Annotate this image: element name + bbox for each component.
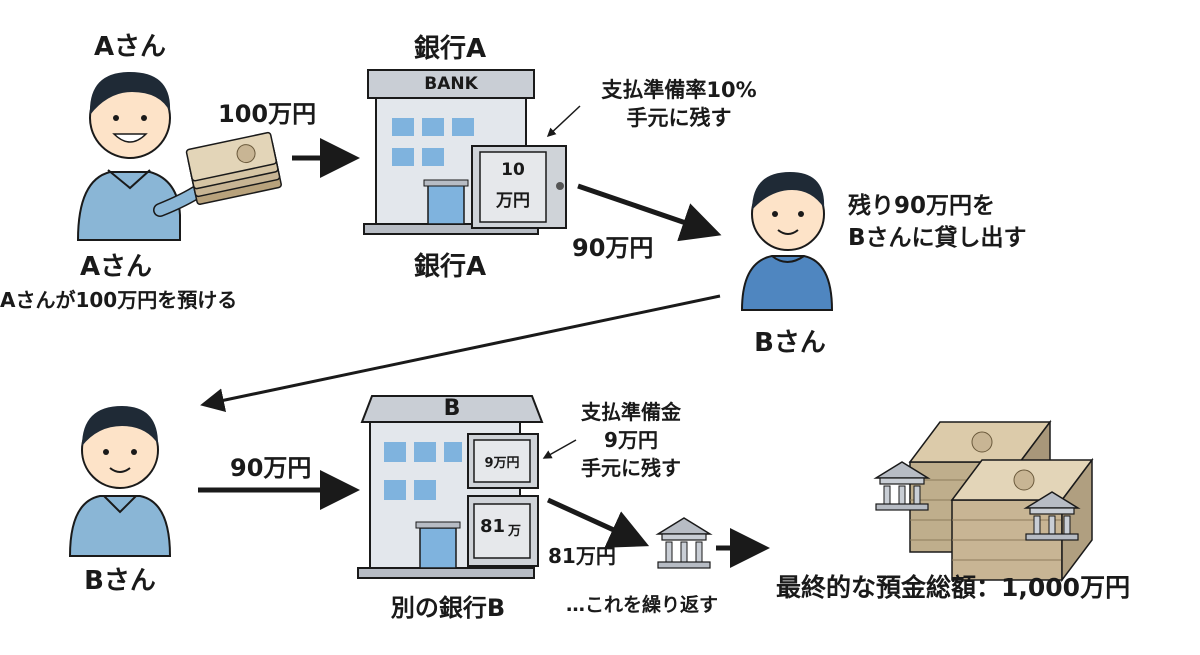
reserve-pointer-arrow [546,105,581,138]
deposit-amount-label: 100万円 [218,100,317,128]
person-b-illustration [740,172,834,311]
loan-note-line2: Bさんに貸し出す [848,225,1027,251]
loan-arrow-to-b [577,183,722,242]
vault-a-amount-number: 10 [501,160,525,180]
reserve-note-line2: 手元に残す [626,106,732,130]
money-pile-icon [873,419,1094,583]
reserve-b-pointer-arrow [542,439,577,459]
bank-b-label: 別の銀行B [390,594,506,622]
redeposit-arrow [200,294,721,413]
repeat-note: …これを繰り返す [566,594,719,616]
vault-b-top-amount: 9万円 [484,456,520,471]
bank-a-sign: BANK [424,74,478,94]
bank-a-top-label: 銀行A [413,34,487,64]
vault-a-amount-unit: 万円 [496,191,530,211]
person-b-label: Bさん [754,328,826,358]
total-deposits-label: 最終的な預金総額：1,000万円 [776,573,1131,602]
loan-amount-b-label: 81万円 [548,544,616,568]
next-bank-icon [655,517,713,569]
person-b-lower-label: Bさん [84,566,156,596]
reserve-b-note-line3: 手元に残す [581,456,681,480]
vault-a-icon [471,145,567,229]
bank-b-sign: B [443,396,461,421]
reserve-b-note-line2: 9万円 [604,428,658,452]
reserve-note-line1: 支払準備率10% [601,78,757,102]
vault-b-bottom-number: 81 [480,516,506,537]
person-a-illustration [76,72,207,241]
deposit-amount-b-label: 90万円 [230,454,312,482]
bank-a-label: 銀行A [413,252,487,282]
money-stack-icon [185,131,282,205]
person-a-caption: Aさんが100万円を預ける [0,288,238,312]
pile-bank-icon-left [873,461,931,511]
bank-a-building [363,69,539,235]
vault-b-top-icon [467,433,539,489]
reserve-b-note-line1: 支払準備金 [581,400,681,424]
pile-bank-icon-right [1023,491,1081,541]
person-a-top-label: Aさん [93,32,167,62]
loan-arrow-from-b [546,497,650,548]
loan-amount-label: 90万円 [572,234,654,262]
vault-b-bottom-unit: 万 [508,524,522,539]
person-b-lower-illustration [68,406,172,557]
loan-note-line1: 残り90万円を [848,193,996,219]
person-a-label: Aさん [79,252,153,282]
vault-b-bottom-icon [467,495,539,567]
